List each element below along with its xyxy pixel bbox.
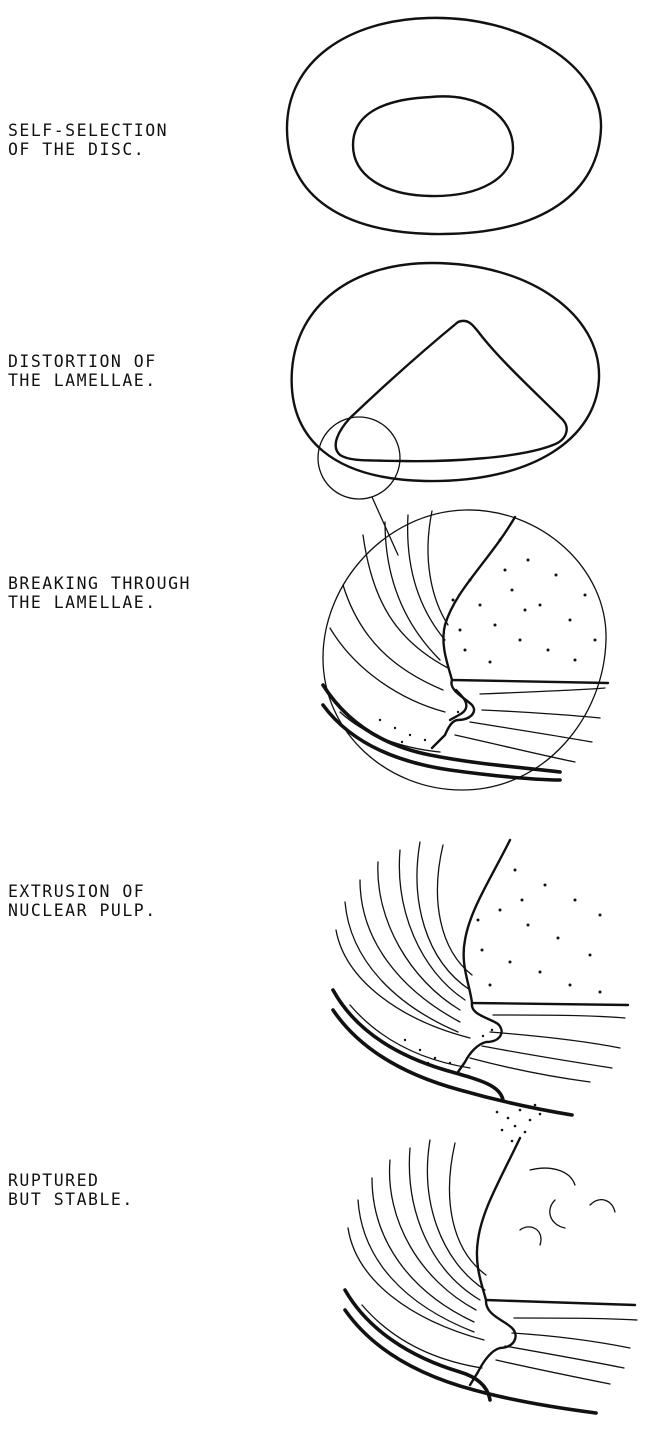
distorted-nucleus-outline [336,321,567,461]
outer-lamella-bold [345,1290,490,1400]
breaking-through-drawing [323,510,608,790]
rupture-channel [458,1003,502,1072]
nucleus-boundary [443,517,608,683]
nucleus-boundary [464,840,628,1005]
inner-lamella [340,712,440,752]
nucleus-outline [353,96,513,196]
extrusion-drawing [333,840,628,1142]
disc-self-selection-drawing [287,18,601,234]
lamellae-lines [330,511,605,762]
posterior-ligament-bold [333,1010,572,1115]
disc-distortion-drawing [292,263,599,555]
annulus-outline [287,18,601,234]
outer-lamella-bold [323,685,560,772]
healed-rupture-channel [470,1300,516,1385]
lamellae-lines [348,1140,637,1384]
nucleus-boundary [477,1138,635,1305]
annulus-outline [292,263,599,481]
lamellae-lines [336,842,625,1082]
fading-nucleus-outline [520,1168,615,1245]
ruptured-stable-drawing [345,1138,637,1413]
